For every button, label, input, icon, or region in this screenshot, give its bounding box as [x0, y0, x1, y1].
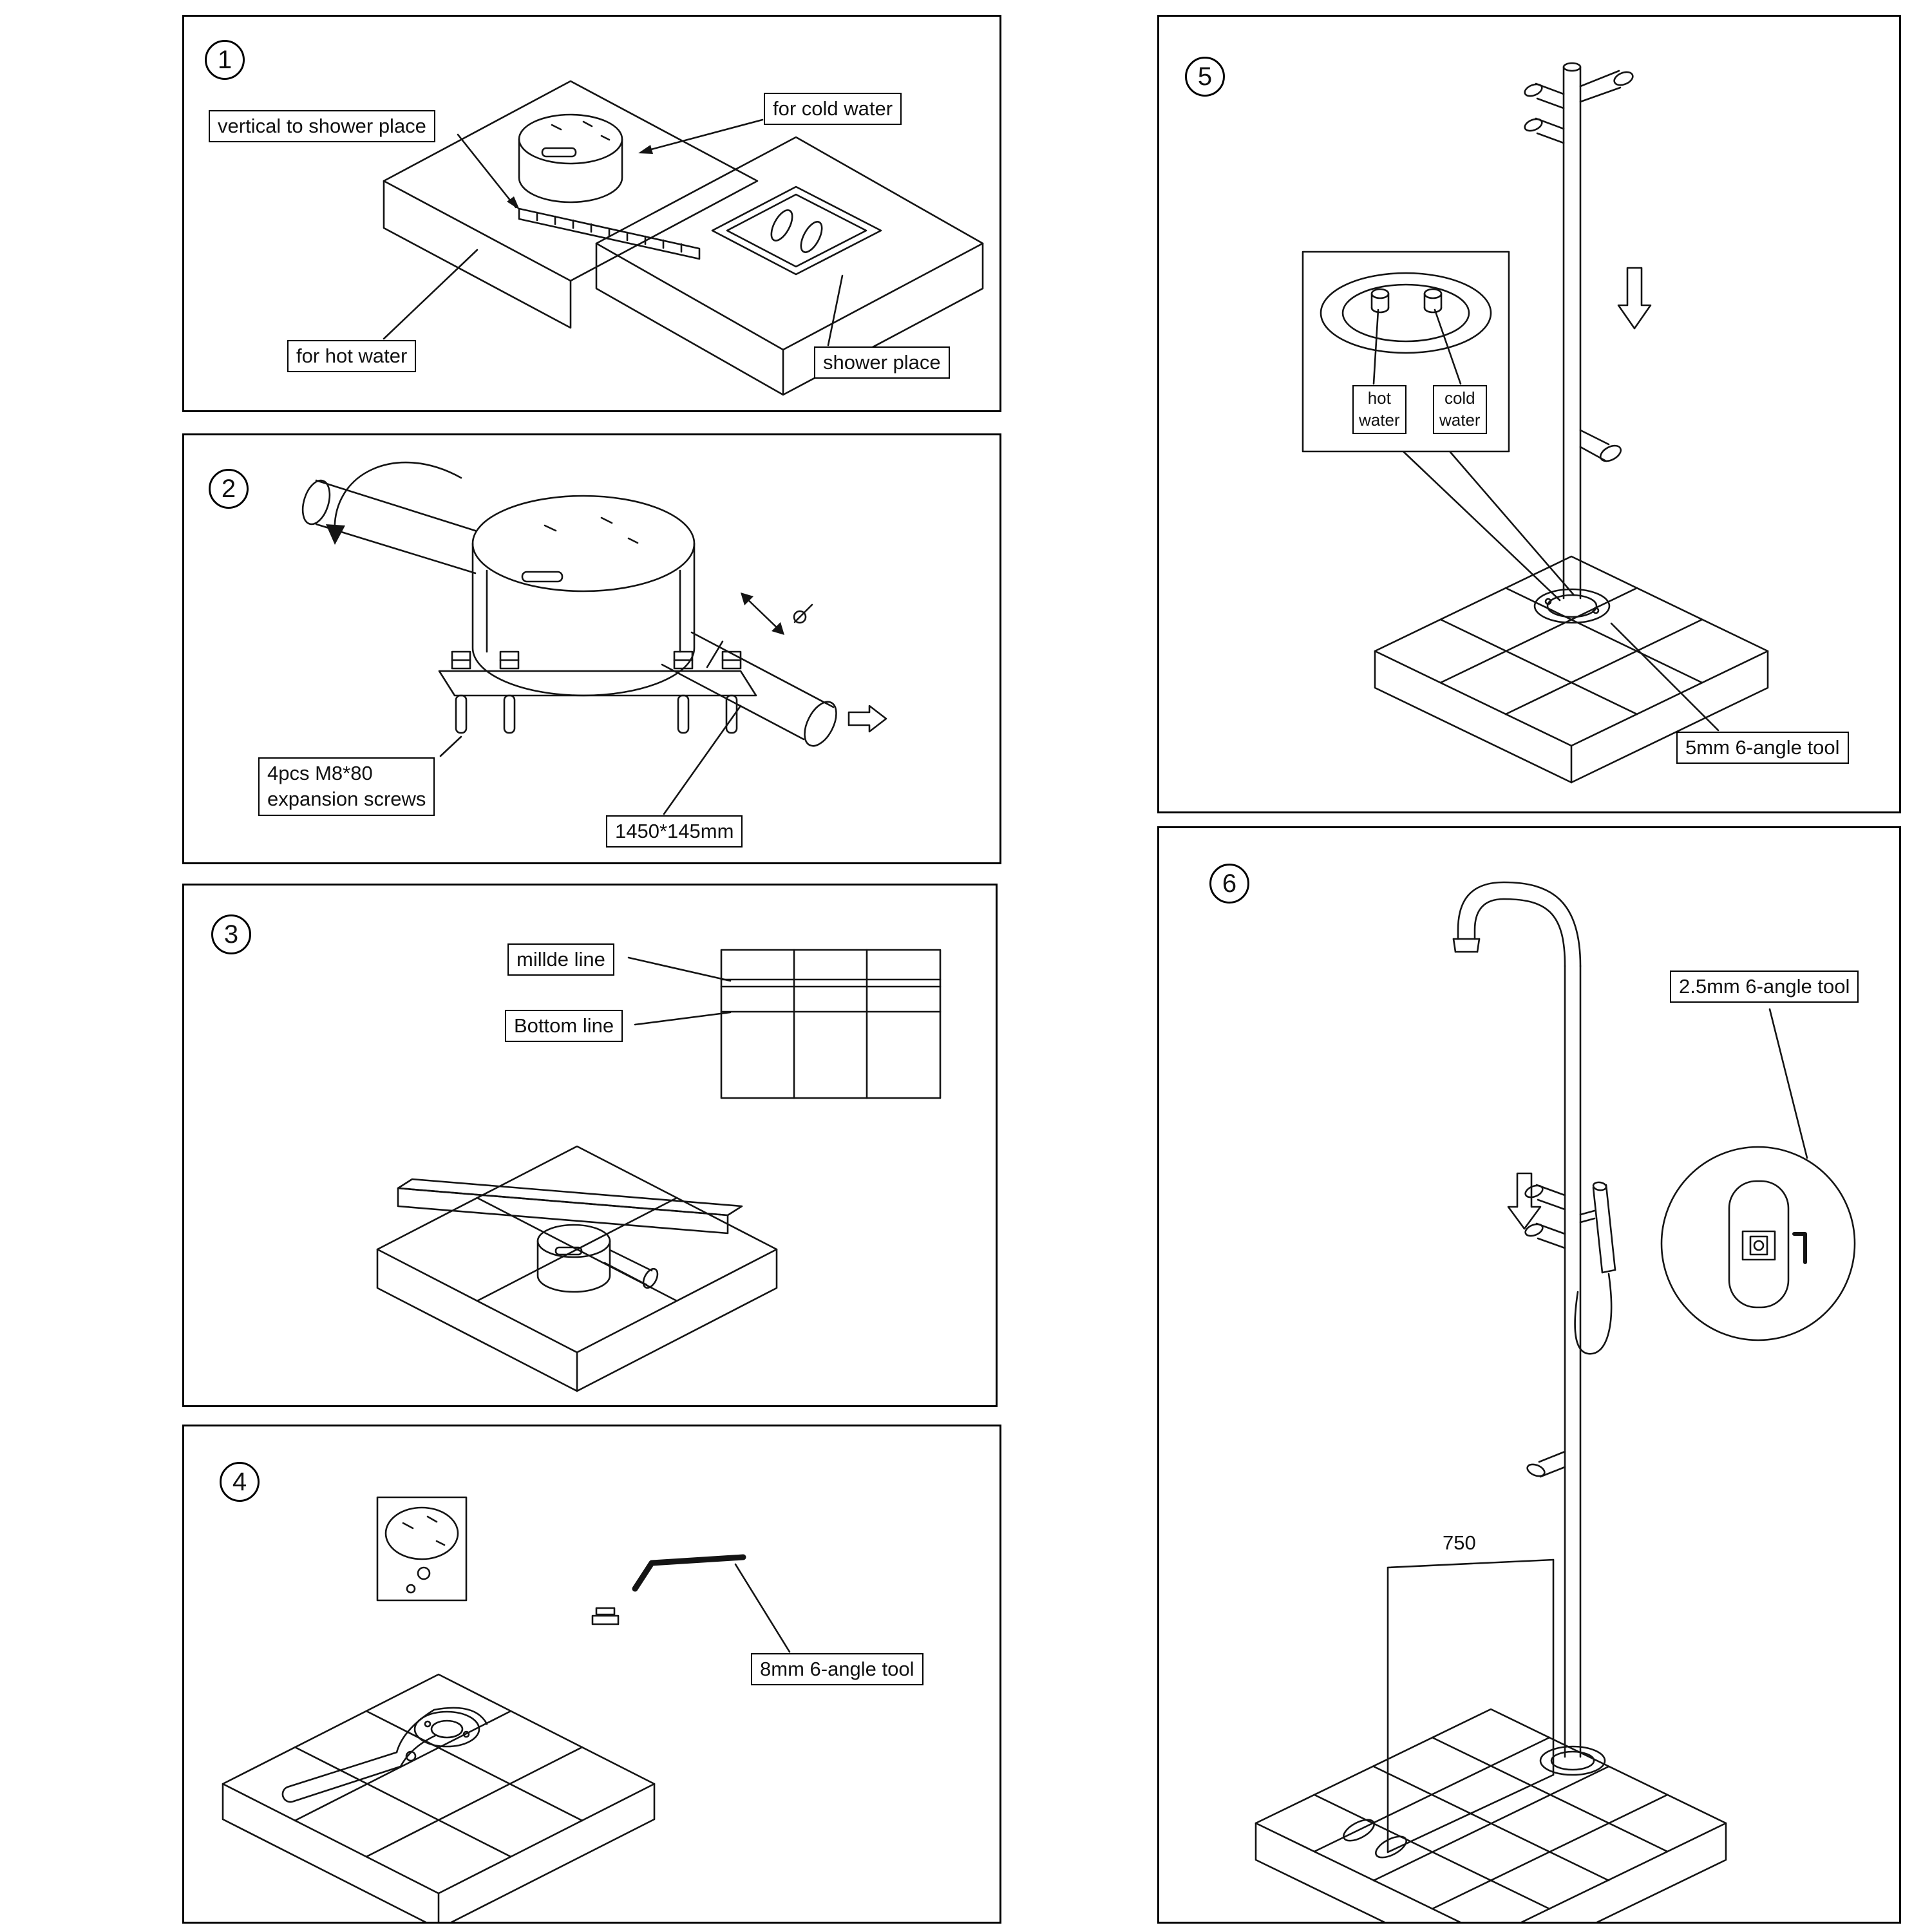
panel-3-drawing	[376, 949, 942, 1392]
panel-6-number: 6	[1209, 864, 1249, 904]
panel-4-number: 4	[220, 1462, 260, 1502]
label-hot-water: hot water	[1352, 385, 1406, 434]
label-shower-place: shower place	[814, 346, 950, 379]
label-5mm-tool: 5mm 6-angle tool	[1676, 732, 1849, 764]
panel-6: 6	[1157, 826, 1901, 1924]
label-for-hot-water: for hot water	[287, 340, 417, 373]
base-flange-drawing	[1533, 588, 1611, 624]
label-8mm-tool: 8mm 6-angle tool	[751, 1653, 923, 1686]
hand-shower-drawing	[1574, 1181, 1616, 1355]
panel-6-drawing	[1255, 881, 1856, 1922]
wall-grid-drawing	[720, 949, 942, 1099]
expansion-screws-drawing	[451, 650, 742, 734]
panel-5-number: 5	[1185, 57, 1225, 97]
panel-3: 3	[182, 884, 998, 1407]
leader-lines	[1768, 1008, 1808, 1159]
label-plate-size: 1450*145mm	[606, 815, 743, 848]
panel-2: 2	[182, 433, 1001, 864]
panel-1: 1	[182, 15, 1001, 412]
down-arrow-icon	[1507, 1172, 1542, 1230]
panel-4-drawing	[222, 1496, 791, 1922]
valve-top-view-inset	[376, 1496, 468, 1602]
magnifier-detail	[1660, 1146, 1856, 1341]
slab-drawing	[376, 1145, 778, 1392]
tiled-base-drawing	[1374, 555, 1769, 784]
tiled-base-drawing	[222, 1673, 656, 1922]
footprint-plate-drawing	[711, 185, 882, 276]
mounting-plate-drawing	[438, 670, 757, 697]
panel-2-drawing	[301, 461, 887, 815]
shower-column-drawing	[1524, 62, 1634, 600]
panel-3-number: 3	[211, 914, 251, 954]
allen-key-drawing	[632, 1554, 746, 1592]
label-cold-water: cold water	[1433, 385, 1487, 434]
footprints-drawing	[1343, 1819, 1407, 1859]
label-expansion-screws: 4pcs M8*80 expansion screws	[258, 757, 435, 816]
dimension-plane-drawing	[1387, 1558, 1555, 1853]
panel-4: 4	[182, 1425, 1001, 1924]
dimension-arrow	[741, 592, 813, 635]
base-flange-drawing	[1539, 1745, 1606, 1776]
valve-drawing	[518, 113, 623, 204]
label-bottom-line: Bottom line	[505, 1010, 623, 1043]
panel-1-drawing	[383, 80, 984, 396]
panel-5: 5	[1157, 15, 1901, 813]
leader-lines	[734, 1563, 791, 1653]
label-middle-line: millde line	[507, 943, 614, 976]
panel-2-number: 2	[209, 469, 249, 509]
rotation-arrow-icon	[326, 461, 462, 545]
panel-5-drawing	[1302, 62, 1769, 784]
leader-lines	[1610, 622, 1719, 732]
down-arrow-icon	[1617, 267, 1652, 330]
leader-lines	[627, 956, 732, 1026]
right-pipe-drawing	[661, 631, 837, 747]
leader-lines	[383, 118, 844, 346]
wrench-drawing	[281, 1707, 488, 1803]
flange-drawing	[413, 1710, 480, 1748]
panel-1-number: 1	[205, 40, 245, 80]
ruler-drawing	[518, 207, 701, 260]
label-for-cold-water: for cold water	[764, 93, 902, 126]
label-2-5mm-tool: 2.5mm 6-angle tool	[1670, 971, 1859, 1003]
tiled-base-drawing	[1255, 1708, 1727, 1922]
valve-body-drawing	[471, 495, 696, 697]
label-750-dimension: 750	[1443, 1531, 1476, 1554]
beam-drawing	[397, 1178, 743, 1235]
inset-to-base-leaders	[1403, 451, 1575, 601]
inlet-detail-inset	[1302, 251, 1510, 453]
label-vertical-to-shower-place: vertical to shower place	[209, 110, 435, 143]
screw-part-drawing	[591, 1607, 620, 1625]
valve-drawing	[536, 1224, 659, 1293]
leader-lines	[439, 705, 742, 815]
direction-arrow-icon	[848, 705, 887, 733]
shower-column-drawing	[1452, 881, 1582, 1758]
left-pipe-drawing	[301, 479, 477, 574]
